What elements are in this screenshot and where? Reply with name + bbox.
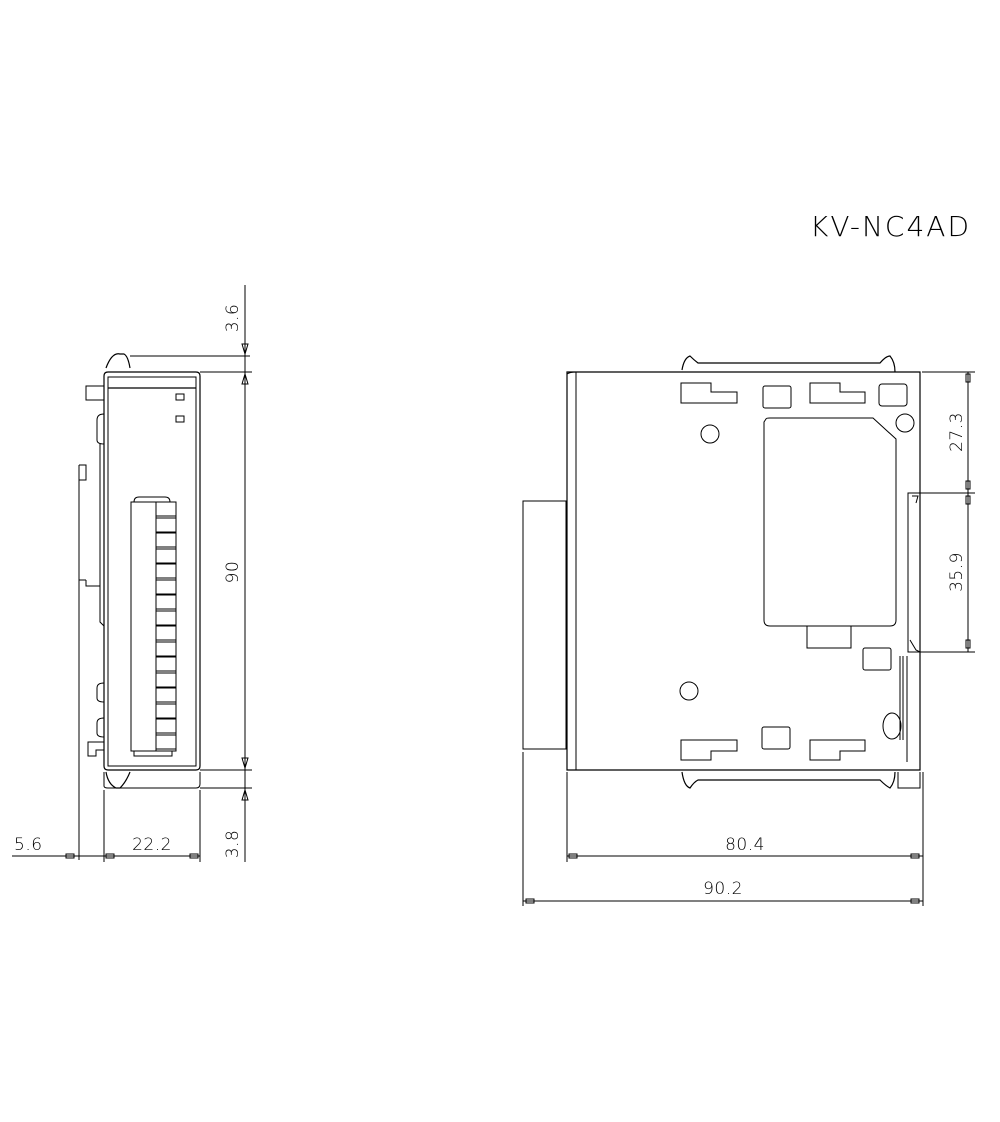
dim-left-offset: 5.6	[14, 835, 43, 855]
side-view	[522, 355, 921, 789]
terminal-cells	[155, 501, 177, 750]
dim-body-depth: 80.4	[725, 835, 765, 855]
dim-upper-height: 27.3	[947, 412, 967, 452]
dim-width: 22.2	[132, 835, 172, 855]
dim-top-offset: 3.6	[223, 304, 243, 333]
side-view-dimensions: 27.3 35.9 80.4 90.2	[522, 371, 975, 906]
dim-bottom-offset: 3.8	[223, 830, 243, 859]
model-title: KV-NC4AD	[810, 210, 971, 243]
dim-overall-depth: 90.2	[703, 879, 743, 899]
dim-height: 90	[223, 561, 243, 584]
front-view-dimensions: 3.6 90 3.8 5.6 22.2	[12, 285, 252, 862]
dim-rail-height: 35.9	[947, 552, 967, 592]
front-view	[78, 353, 250, 860]
